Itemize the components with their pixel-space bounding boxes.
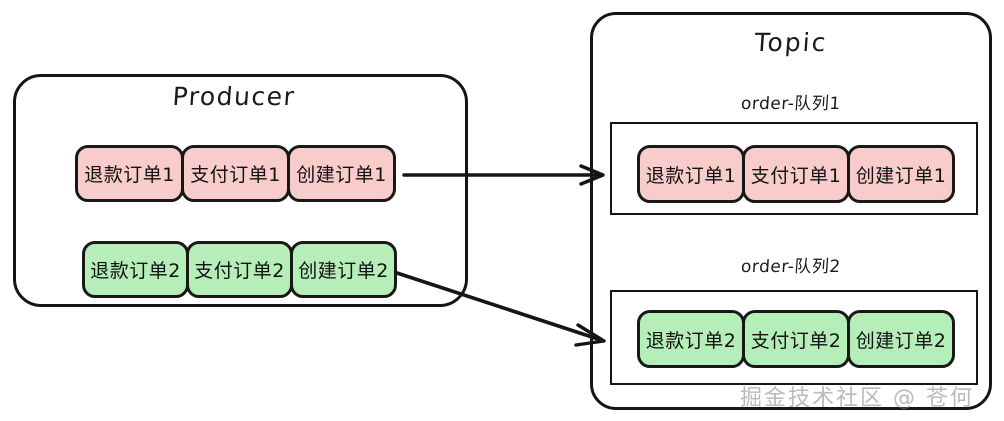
watermark: 掘金技术社区 @ 苍何 [740,386,974,411]
topic-title: Topic [753,28,829,57]
producer-title: Producer [171,82,297,111]
queue-message-row-1: 退款订单1 支付订单1 创建订单1 [637,145,955,203]
producer-message-chip[interactable]: 创建订单1 [287,145,396,202]
queue-message-chip[interactable]: 支付订单2 [742,310,850,368]
producer-message-chip[interactable]: 支付订单1 [181,145,290,202]
queue-message-chip[interactable]: 退款订单1 [637,145,745,203]
producer-message-row-1: 退款订单1 支付订单1 创建订单1 [75,145,396,202]
queue-label-2: order-队列2 [740,257,842,277]
queue-message-row-2: 退款订单2 支付订单2 创建订单2 [637,310,955,368]
queue-message-chip[interactable]: 创建订单1 [847,145,955,203]
producer-message-chip[interactable]: 退款订单2 [82,241,189,298]
producer-message-chip[interactable]: 创建订单2 [290,241,397,298]
producer-message-chip[interactable]: 支付订单2 [186,241,293,298]
producer-message-row-2: 退款订单2 支付订单2 创建订单2 [82,241,397,298]
queue-message-chip[interactable]: 支付订单1 [742,145,850,203]
queue-message-chip[interactable]: 创建订单2 [847,310,955,368]
queue-message-chip[interactable]: 退款订单2 [637,310,745,368]
queue-label-1: order-队列1 [740,94,842,114]
producer-message-chip[interactable]: 退款订单1 [75,145,184,202]
